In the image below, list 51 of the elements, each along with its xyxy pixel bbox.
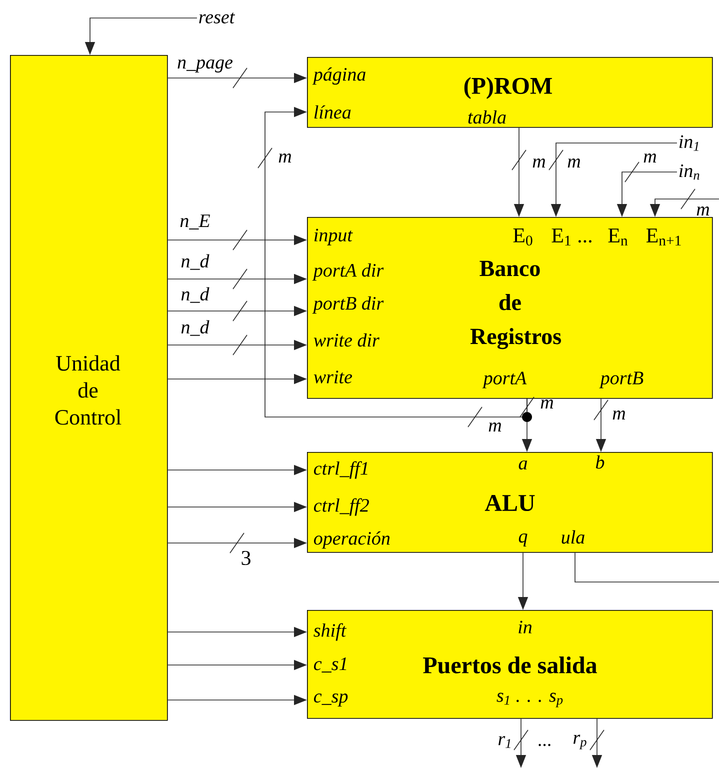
port-label: portA dir <box>312 263 384 281</box>
port-label: a <box>518 460 528 470</box>
port-label: operación <box>314 531 390 549</box>
edge-label: m <box>644 154 656 162</box>
block-title: Banco de Registros <box>470 260 561 350</box>
signal-label: in$_{n}$ <box>679 164 700 180</box>
port-label: E$_{0}$ <box>513 228 532 246</box>
port-label: E$_{1}$ ... <box>552 228 592 246</box>
block-title: Puertos de salida <box>423 656 597 674</box>
port-label: línea <box>314 105 351 119</box>
edge-label: m <box>540 400 554 408</box>
edge-label: m <box>278 154 292 162</box>
port-label: portB <box>599 372 644 388</box>
port-label: c_sp <box>314 694 348 706</box>
port-label: c_s1 <box>314 658 346 672</box>
edge-label: n_d <box>181 254 210 270</box>
port-label: E$_{n}$ <box>608 228 628 246</box>
port-label: write dir <box>314 333 380 347</box>
edge-label: m <box>532 158 546 168</box>
port-label: tabla <box>468 110 506 124</box>
port-label: input <box>314 228 353 246</box>
edge-label: r$_{p}$ <box>574 734 586 750</box>
port-label: ctrl_ff2 <box>314 498 369 516</box>
port-label: write <box>314 370 352 384</box>
edge-label: n_page <box>178 60 233 72</box>
edge-label: 3 <box>242 550 250 566</box>
block-title: (P)ROM <box>464 77 552 99</box>
edge-label: m <box>568 158 580 168</box>
block-title: Unidad de Control <box>55 355 122 425</box>
edge-label: n_E <box>180 214 210 230</box>
port-label: s$_{1}$ . . . s$_{p}$ <box>496 692 563 708</box>
edge-label: m <box>612 410 626 420</box>
bus-label: ... <box>538 744 550 746</box>
edge-label: m <box>696 206 710 216</box>
signal-label: reset <box>199 12 235 24</box>
edge-label: n_d <box>181 320 210 336</box>
edge-label: r$_{1}$ <box>498 736 510 748</box>
bus-label: m <box>488 422 502 432</box>
port-label: portB dir <box>312 296 384 314</box>
port-label: portA <box>482 372 527 388</box>
block-title: ALU <box>484 494 535 512</box>
edge-label: n_d <box>181 287 210 303</box>
signal-label: in$_{1}$ <box>679 135 698 151</box>
port-label: ctrl_ff1 <box>314 461 368 479</box>
port-label: E$_{n+1}$ <box>646 228 681 246</box>
port-label: ula <box>562 530 584 544</box>
port-label: shift <box>314 623 347 641</box>
port-label: q <box>518 534 528 546</box>
port-label: b <box>596 455 604 469</box>
port-label: página <box>312 67 366 85</box>
port-label: in <box>518 620 532 634</box>
